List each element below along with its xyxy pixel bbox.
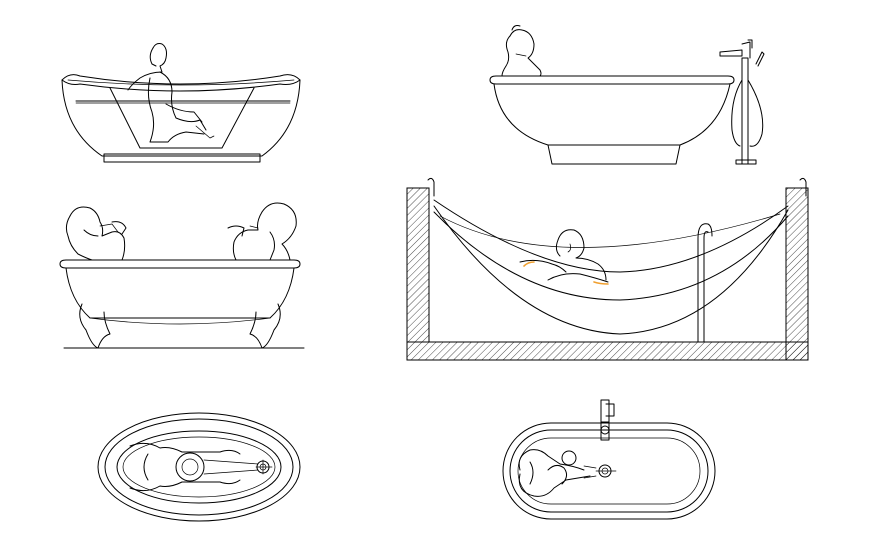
clawfoot-tub-side-view bbox=[59, 202, 305, 349]
double-slipper-tub-side-view bbox=[61, 43, 301, 163]
pedestal-tub-side-view bbox=[489, 25, 765, 165]
capsule-tub-plan-view bbox=[502, 399, 716, 520]
hammock-bath-section bbox=[406, 177, 809, 361]
oval-tub-plan-view bbox=[97, 412, 301, 522]
